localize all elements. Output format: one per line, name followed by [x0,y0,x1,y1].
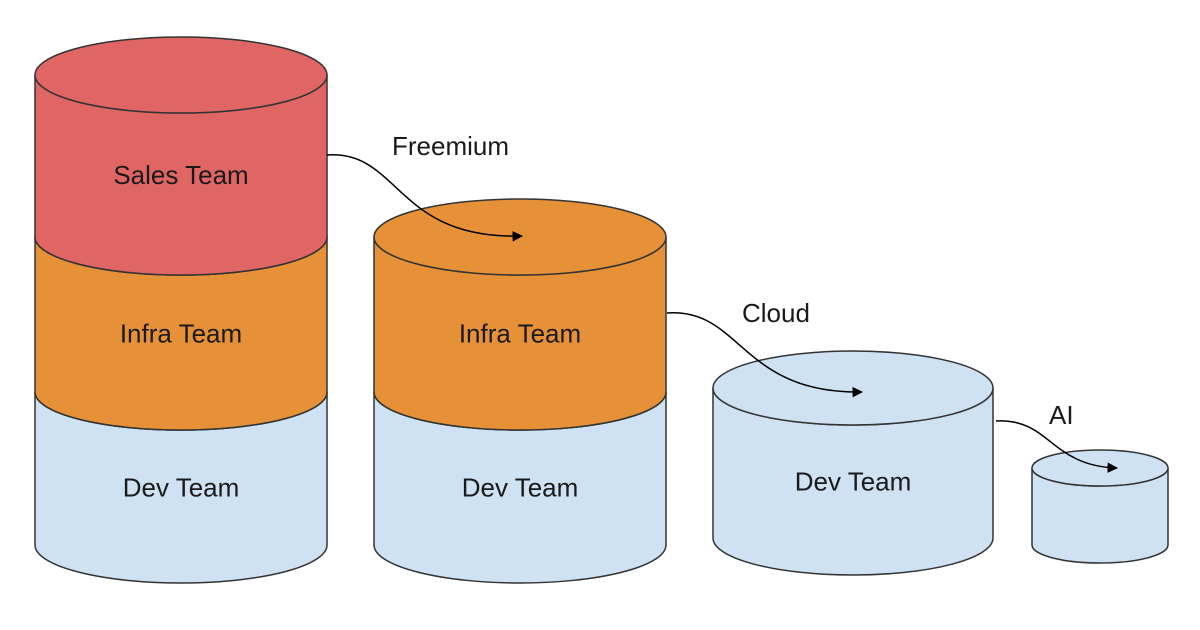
ai-arrow-line [995,420,1119,473]
stack-4 [1031,449,1169,564]
cloud-label: Cloud [742,298,810,328]
freemium-arrow: Freemium [326,131,524,242]
dev-team-segment-label: Dev Team [123,473,240,503]
sales-team-segment: Sales Team [34,36,328,276]
dev-team-segment-label: Dev Team [795,467,912,497]
freemium-arrow-line [326,154,524,242]
infra-team-segment: Infra Team [373,198,667,431]
dev-segment [1031,449,1169,564]
dev-team-segment-top [712,350,994,426]
stack-1: Dev Team Infra Team Sales Team [34,36,328,584]
stack-3: Dev Team [712,350,994,576]
sales-team-segment-label: Sales Team [113,160,248,190]
sales-team-segment-top [34,36,328,114]
infra-team-segment-top [373,198,667,276]
stack-2: Dev Team Infra Team [373,198,667,584]
dev-team-segment-label: Dev Team [462,473,579,503]
dev-team-segment: Dev Team [712,350,994,576]
infra-team-segment-label: Infra Team [120,319,242,349]
cloud-arrow: Cloud [666,298,864,398]
cloud-arrow-line [666,312,864,398]
infra-team-segment-label: Infra Team [459,319,581,349]
ai-arrow: AI [995,400,1119,473]
dev-segment-top [1031,449,1169,487]
freemium-label: Freemium [392,131,509,161]
ai-label: AI [1049,400,1074,430]
